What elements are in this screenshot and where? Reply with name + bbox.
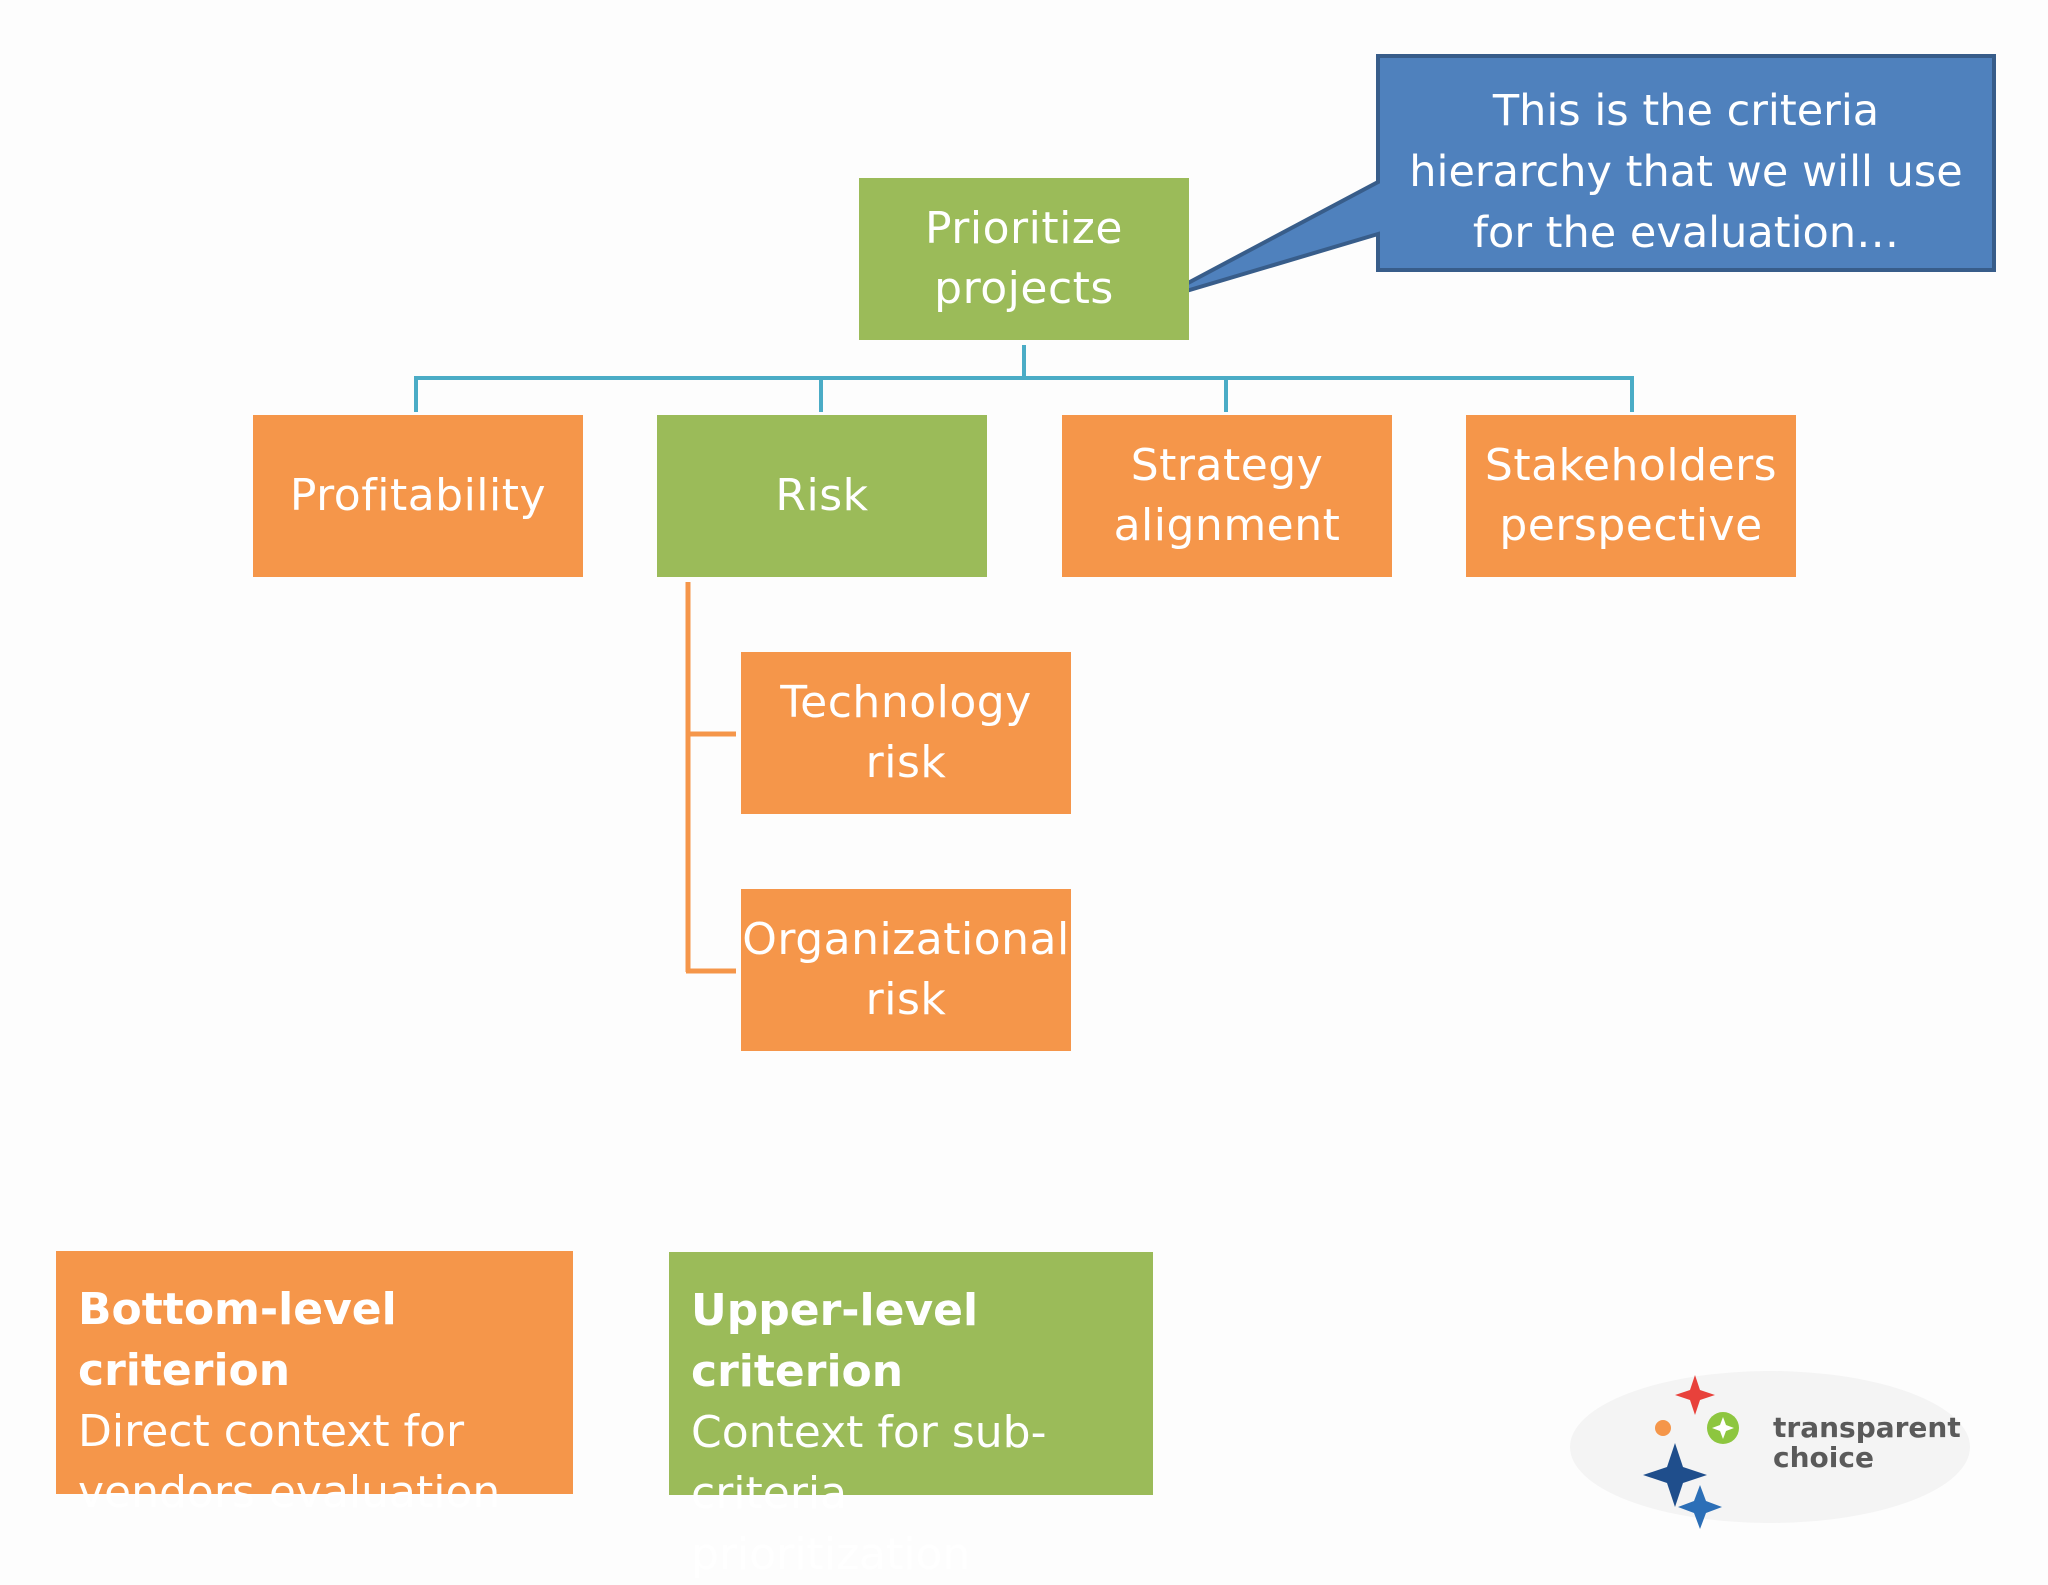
criterion-strategy-alignment: Strategy alignment — [1062, 415, 1392, 577]
orange-dot-icon — [1655, 1420, 1671, 1436]
legend-upper-level-title: Upper-level criterion — [691, 1285, 979, 1397]
legend-upper-level-desc: Context for sub- criteria prioritization — [691, 1407, 1047, 1580]
logo-text: transparent choice — [1773, 1411, 1961, 1474]
root-node: Prioritize projects — [859, 178, 1189, 340]
callout-bubble — [1155, 54, 1996, 302]
legend-upper-level: Upper-level criterion Context for sub- c… — [669, 1252, 1153, 1580]
subcriterion-technology-risk: Technology risk — [741, 652, 1071, 814]
blue-small-star-icon — [1678, 1485, 1722, 1529]
red-star-icon — [1675, 1375, 1715, 1415]
legend-bottom-level-title: Bottom-level criterion — [78, 1284, 397, 1396]
blue-star-icon — [1643, 1443, 1707, 1507]
connector-lines — [414, 54, 1996, 974]
transparent-choice-logo — [1570, 1371, 1970, 1529]
criterion-risk: Risk — [657, 415, 987, 577]
green-star-icon — [1712, 1417, 1734, 1439]
main-connectors — [414, 345, 1634, 412]
sub-connectors — [685, 582, 736, 974]
criterion-profitability: Profitability — [253, 415, 583, 577]
legend-bottom-level: Bottom-level criterion Direct context fo… — [56, 1251, 573, 1518]
legend-bottom-level-desc: Direct context for vendors evaluation — [78, 1406, 501, 1518]
criteria-hierarchy-slide: This is the criteria hierarchy that we w… — [56, 54, 1996, 1580]
callout-text: This is the criteria hierarchy that we w… — [1409, 85, 1963, 258]
subcriterion-organizational-risk: Organizational risk — [741, 889, 1071, 1051]
criterion-stakeholders-perspective: Stakeholders perspective — [1466, 415, 1796, 577]
